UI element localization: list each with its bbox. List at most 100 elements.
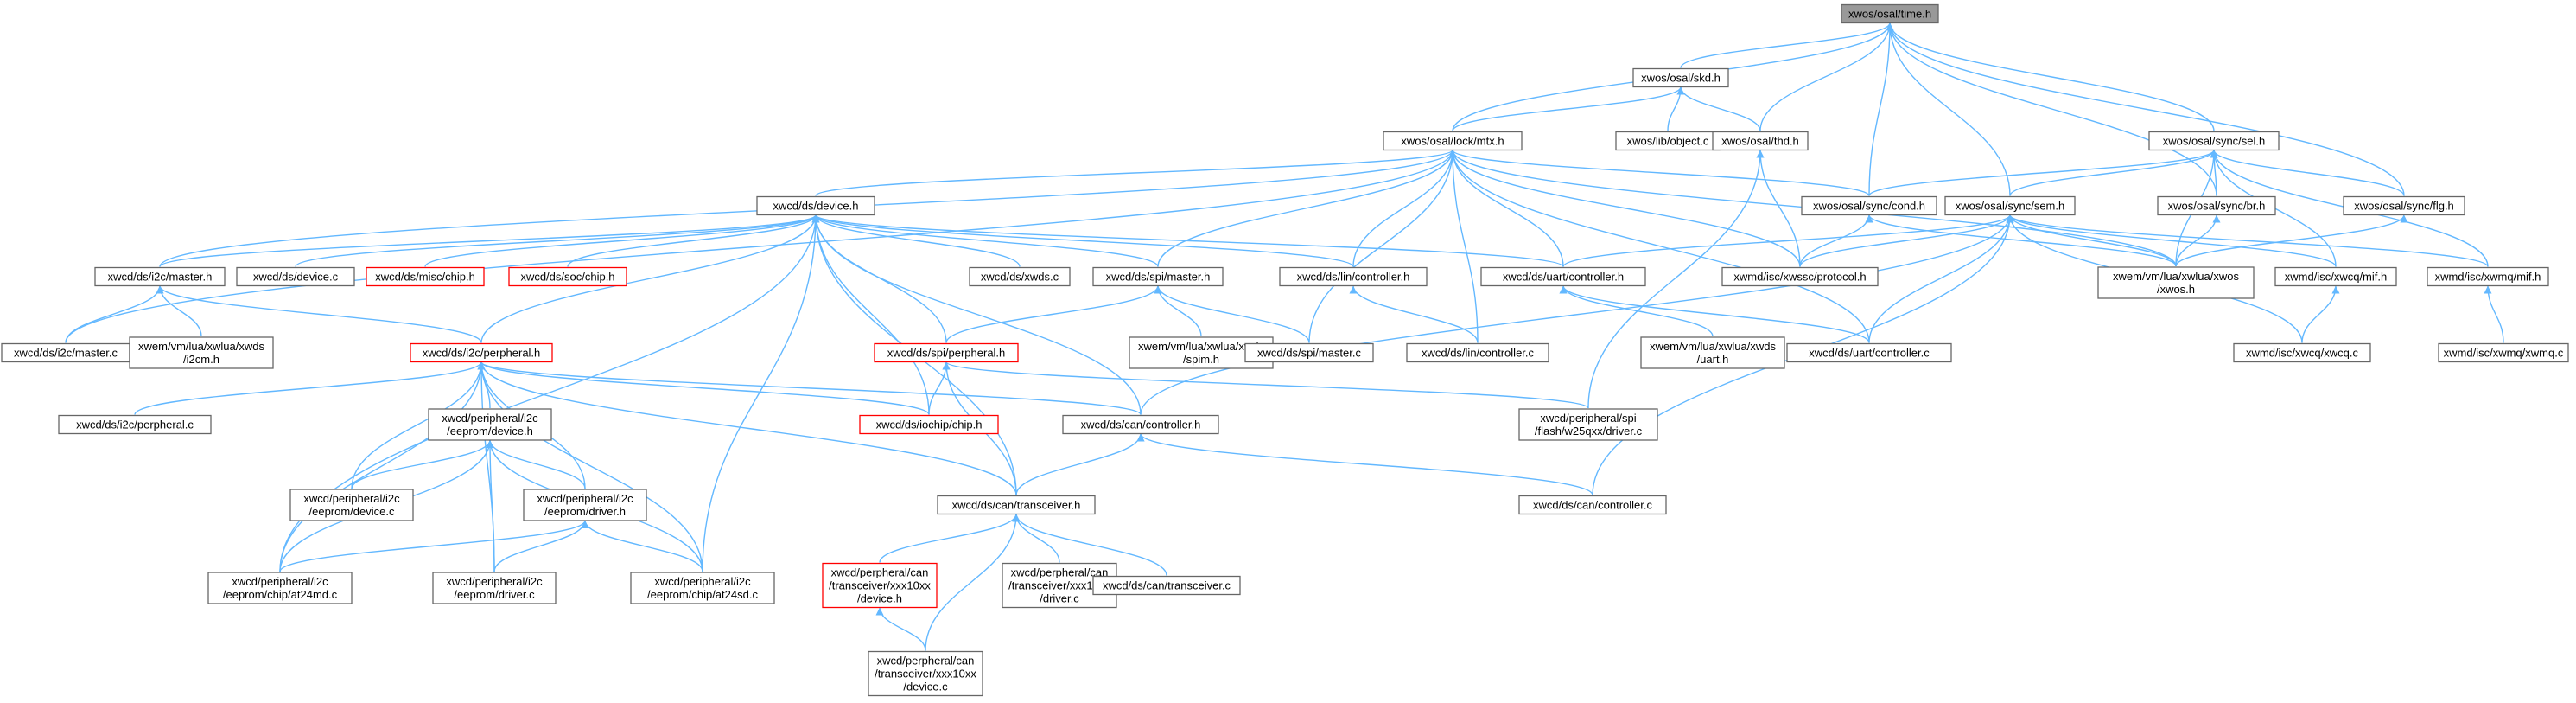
node-i2cmaster[interactable]: xwcd/ds/i2c/master.h bbox=[94, 266, 226, 287]
node-box-sem[interactable] bbox=[1944, 195, 2076, 216]
node-box-eepdevh[interactable] bbox=[428, 408, 552, 441]
node-flg[interactable]: xwos/osal/sync/flg.h bbox=[2343, 195, 2465, 216]
node-box-protocol[interactable] bbox=[1721, 266, 1879, 287]
node-box-xwmqc[interactable] bbox=[2438, 342, 2569, 363]
node-box-cantrh[interactable] bbox=[937, 495, 1096, 515]
node-i2cperiphc[interactable]: xwcd/ds/i2c/perpheral.c bbox=[58, 414, 212, 435]
node-iochip[interactable]: xwcd/ds/iochip/chip.h bbox=[859, 414, 999, 435]
node-sem[interactable]: xwos/osal/sync/sem.h bbox=[1944, 195, 2076, 216]
edge-device-to-at24sd bbox=[702, 214, 820, 572]
node-cancc[interactable]: xwcd/ds/can/controller.c bbox=[1518, 495, 1667, 515]
node-time[interactable]: xwos/osal/time.h bbox=[1841, 3, 1939, 24]
node-uarth[interactable]: xwem/vm/lua/xwlua/xwds/uart.h bbox=[1640, 336, 1785, 369]
node-xwds[interactable]: xwcd/ds/xwds.c bbox=[969, 266, 1071, 287]
node-box-cantrc[interactable] bbox=[1092, 575, 1241, 596]
node-box-flg[interactable] bbox=[2343, 195, 2465, 216]
node-xwcqmif[interactable]: xwmd/isc/xwcq/mif.h bbox=[2274, 266, 2397, 287]
node-uartctrl[interactable]: xwcd/ds/uart/controller.h bbox=[1480, 266, 1646, 287]
node-box-xwmqmif[interactable] bbox=[2427, 266, 2549, 287]
node-label-xxxdrvc: /driver.c bbox=[1040, 592, 1079, 605]
node-cantrh[interactable]: xwcd/ds/can/transceiver.h bbox=[937, 495, 1096, 515]
node-box-sel[interactable] bbox=[2148, 131, 2280, 151]
node-i2cmasterc[interactable]: xwcd/ds/i2c/master.c bbox=[1, 342, 130, 363]
node-skd[interactable]: xwos/osal/skd.h bbox=[1632, 67, 1729, 88]
node-sel[interactable]: xwos/osal/sync/sel.h bbox=[2148, 131, 2280, 151]
node-box-iochip[interactable] bbox=[859, 414, 999, 435]
node-box-mtx[interactable] bbox=[1383, 131, 1523, 151]
node-box-i2cperiphc[interactable] bbox=[58, 414, 212, 435]
node-protocol[interactable]: xwmd/isc/xwssc/protocol.h bbox=[1721, 266, 1879, 287]
node-box-xxxdevc[interactable] bbox=[868, 650, 983, 697]
node-box-uarth[interactable] bbox=[1640, 336, 1785, 369]
node-box-socchip[interactable] bbox=[508, 266, 627, 287]
node-box-spimaster[interactable] bbox=[1092, 266, 1224, 287]
node-spimaster[interactable]: xwcd/ds/spi/master.h bbox=[1092, 266, 1224, 287]
node-box-w25[interactable] bbox=[1518, 408, 1658, 441]
node-box-eepdevc[interactable] bbox=[289, 489, 414, 521]
node-box-device[interactable] bbox=[756, 195, 875, 216]
edge-i2cmaster-to-i2cmasterc bbox=[65, 285, 164, 343]
node-i2cmh[interactable]: xwem/vm/lua/xwlua/xwds/i2cm.h bbox=[129, 336, 274, 369]
node-object[interactable]: xwos/lib/object.c bbox=[1615, 131, 1721, 151]
node-box-uartctrl[interactable] bbox=[1480, 266, 1646, 287]
node-box-eepdrvc[interactable] bbox=[432, 572, 557, 604]
node-eepdrvc[interactable]: xwcd/peripheral/i2c/eeprom/driver.c bbox=[432, 572, 557, 604]
node-miscchip[interactable]: xwcd/ds/misc/chip.h bbox=[366, 266, 485, 287]
node-xxxdevh[interactable]: xwcd/perpheral/can/transceiver/xxx10xx/d… bbox=[822, 562, 938, 609]
node-eepdevh[interactable]: xwcd/peripheral/i2c/eeprom/device.h bbox=[428, 408, 552, 441]
node-box-linctrl[interactable] bbox=[1279, 266, 1428, 287]
node-i2cperiph[interactable]: xwcd/ds/i2c/perpheral.h bbox=[410, 342, 553, 363]
node-cond[interactable]: xwos/osal/sync/cond.h bbox=[1801, 195, 1937, 216]
node-box-skd[interactable] bbox=[1632, 67, 1729, 88]
node-box-spiperiph[interactable] bbox=[874, 342, 1019, 363]
node-box-devicec[interactable] bbox=[236, 266, 355, 287]
node-box-xwcqmif[interactable] bbox=[2274, 266, 2397, 287]
node-xwcqc[interactable]: xwmd/isc/xwcq/xwcq.c bbox=[2233, 342, 2371, 363]
node-eepdrvh[interactable]: xwcd/peripheral/i2c/eeprom/driver.h bbox=[523, 489, 647, 521]
node-spimh[interactable]: xwem/vm/lua/xwlua/xwds/spim.h bbox=[1129, 336, 1274, 369]
node-box-cond[interactable] bbox=[1801, 195, 1937, 216]
node-br[interactable]: xwos/osal/sync/br.h bbox=[2157, 195, 2276, 216]
node-xxxdrvc[interactable]: xwcd/perpheral/can/transceiver/xxx10xx/d… bbox=[1002, 562, 1117, 609]
node-box-br[interactable] bbox=[2157, 195, 2276, 216]
node-devicec[interactable]: xwcd/ds/device.c bbox=[236, 266, 355, 287]
node-box-i2cperiph[interactable] bbox=[410, 342, 553, 363]
node-box-time[interactable] bbox=[1841, 3, 1939, 24]
node-box-xxxdevh[interactable] bbox=[822, 562, 938, 609]
node-uartcc[interactable]: xwcd/ds/uart/controller.c bbox=[1786, 342, 1952, 363]
node-xxxdevc[interactable]: xwcd/perpheral/can/transceiver/xxx10xx/d… bbox=[868, 650, 983, 697]
node-xwmqc[interactable]: xwmd/isc/xwmq/xwmq.c bbox=[2438, 342, 2569, 363]
node-box-i2cmh[interactable] bbox=[129, 336, 274, 369]
node-socchip[interactable]: xwcd/ds/soc/chip.h bbox=[508, 266, 627, 287]
node-cantrc[interactable]: xwcd/ds/can/transceiver.c bbox=[1092, 575, 1241, 596]
node-box-lincc[interactable] bbox=[1406, 342, 1549, 363]
node-w25[interactable]: xwcd/peripheral/spi/flash/w25qxx/driver.… bbox=[1518, 408, 1658, 441]
node-device[interactable]: xwcd/ds/device.h bbox=[756, 195, 875, 216]
node-xwosh[interactable]: xwem/vm/lua/xwlua/xwos/xwos.h bbox=[2097, 266, 2255, 299]
node-box-miscchip[interactable] bbox=[366, 266, 485, 287]
node-box-uartcc[interactable] bbox=[1786, 342, 1952, 363]
node-spiperiph[interactable]: xwcd/ds/spi/perpheral.h bbox=[874, 342, 1019, 363]
node-mtx[interactable]: xwos/osal/lock/mtx.h bbox=[1383, 131, 1523, 151]
node-box-i2cmaster[interactable] bbox=[94, 266, 226, 287]
node-box-spimasterc[interactable] bbox=[1244, 342, 1374, 363]
node-box-xwcqc[interactable] bbox=[2233, 342, 2371, 363]
node-box-xwosh[interactable] bbox=[2097, 266, 2255, 299]
node-box-at24md[interactable] bbox=[207, 572, 353, 604]
node-xwmqmif[interactable]: xwmd/isc/xwmq/mif.h bbox=[2427, 266, 2549, 287]
node-spimasterc[interactable]: xwcd/ds/spi/master.c bbox=[1244, 342, 1374, 363]
node-thd[interactable]: xwos/osal/thd.h bbox=[1712, 131, 1809, 151]
node-lincc[interactable]: xwcd/ds/lin/controller.c bbox=[1406, 342, 1549, 363]
node-box-xwds[interactable] bbox=[969, 266, 1071, 287]
node-at24md[interactable]: xwcd/peripheral/i2c/eeprom/chip/at24md.c bbox=[207, 572, 353, 604]
node-box-canctrl[interactable] bbox=[1062, 414, 1219, 435]
node-box-cancc[interactable] bbox=[1518, 495, 1667, 515]
node-linctrl[interactable]: xwcd/ds/lin/controller.h bbox=[1279, 266, 1428, 287]
node-canctrl[interactable]: xwcd/ds/can/controller.h bbox=[1062, 414, 1219, 435]
node-box-eepdrvh[interactable] bbox=[523, 489, 647, 521]
node-box-at24sd[interactable] bbox=[630, 572, 775, 604]
node-at24sd[interactable]: xwcd/peripheral/i2c/eeprom/chip/at24sd.c bbox=[630, 572, 775, 604]
node-box-thd[interactable] bbox=[1712, 131, 1809, 151]
node-label-w25: /flash/w25qxx/driver.c bbox=[1535, 425, 1643, 438]
node-eepdevc[interactable]: xwcd/peripheral/i2c/eeprom/device.c bbox=[289, 489, 414, 521]
